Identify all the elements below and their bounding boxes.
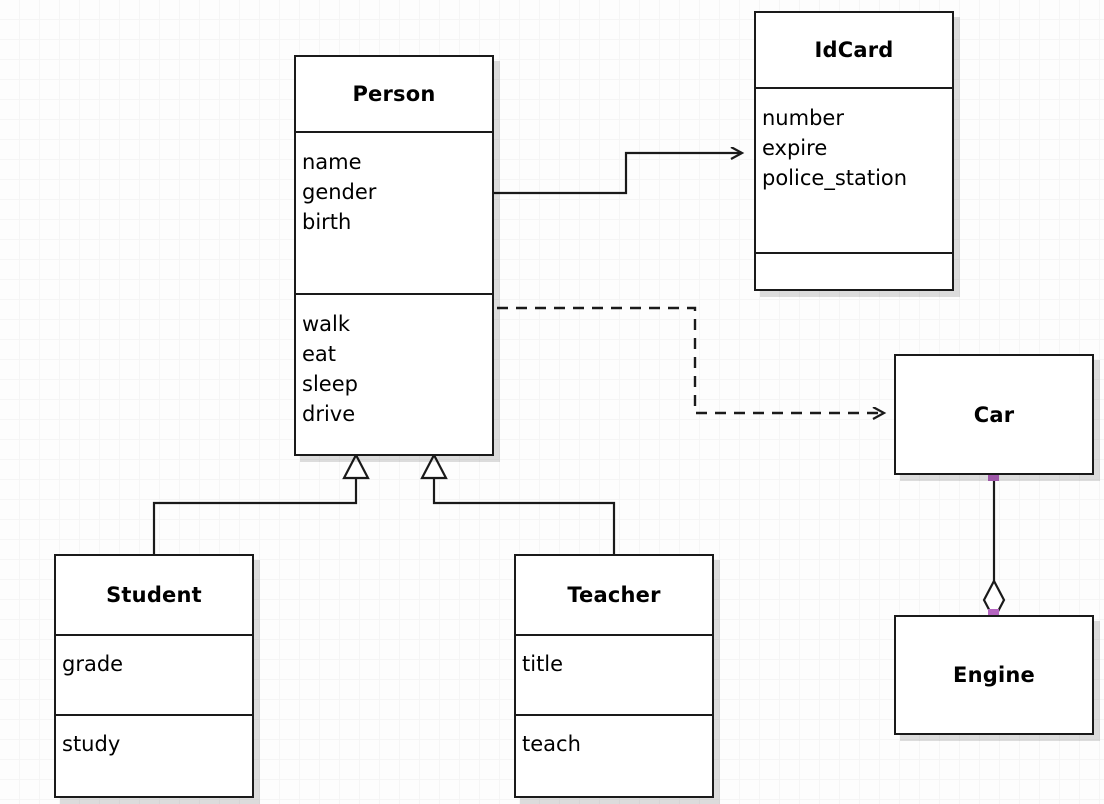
operation-item: eat: [302, 342, 337, 366]
class-box-student[interactable]: Student grade study: [54, 554, 254, 798]
class-box-car[interactable]: Car: [894, 354, 1094, 475]
attribute-item: name: [302, 150, 362, 174]
class-operations-student: study: [56, 714, 252, 798]
class-attributes-teacher: title: [516, 634, 712, 714]
attribute-item: number: [762, 106, 844, 130]
generalization-triangle-student: [342, 452, 370, 480]
connector-handle-source[interactable]: [988, 470, 999, 481]
operation-item: study: [62, 732, 121, 756]
class-attributes-idcard: number expire police_station: [756, 87, 952, 252]
class-box-engine[interactable]: Engine: [894, 615, 1094, 735]
class-box-idcard[interactable]: IdCard number expire police_station: [754, 11, 954, 291]
attribute-item: gender: [302, 180, 377, 204]
class-box-teacher[interactable]: Teacher title teach: [514, 554, 714, 798]
connector-person-car[interactable]: [497, 306, 884, 413]
class-operations-idcard: [756, 252, 952, 289]
class-title-person: Person: [352, 82, 436, 106]
class-operations-person: walk eat sleep drive: [296, 293, 492, 454]
class-box-person[interactable]: Person name gender birth walk eat sleep …: [294, 55, 494, 456]
connector-car-engine[interactable]: [982, 476, 1006, 622]
class-attributes-student: grade: [56, 634, 252, 714]
operation-item: teach: [522, 732, 581, 756]
generalization-triangle-teacher: [420, 452, 448, 480]
class-attributes-person: name gender birth: [296, 131, 492, 293]
connector-student-person[interactable]: [152, 452, 370, 558]
operation-item: sleep: [302, 372, 358, 396]
attribute-item: grade: [62, 652, 124, 676]
connector-person-idcard[interactable]: [494, 153, 742, 195]
connector-teacher-person[interactable]: [420, 452, 616, 558]
class-title-engine: Engine: [953, 663, 1035, 687]
attribute-item: title: [522, 652, 564, 676]
class-title-teacher: Teacher: [567, 583, 661, 607]
operation-item: drive: [302, 402, 356, 426]
operation-item: walk: [302, 312, 351, 336]
attribute-item: birth: [302, 210, 352, 234]
attribute-item: expire: [762, 136, 828, 160]
class-title-student: Student: [106, 583, 202, 607]
class-title-car: Car: [973, 402, 1015, 427]
class-operations-teacher: teach: [516, 714, 712, 798]
class-title-idcard: IdCard: [814, 38, 894, 62]
connector-handle-target[interactable]: [988, 609, 999, 620]
attribute-item: police_station: [762, 166, 908, 190]
